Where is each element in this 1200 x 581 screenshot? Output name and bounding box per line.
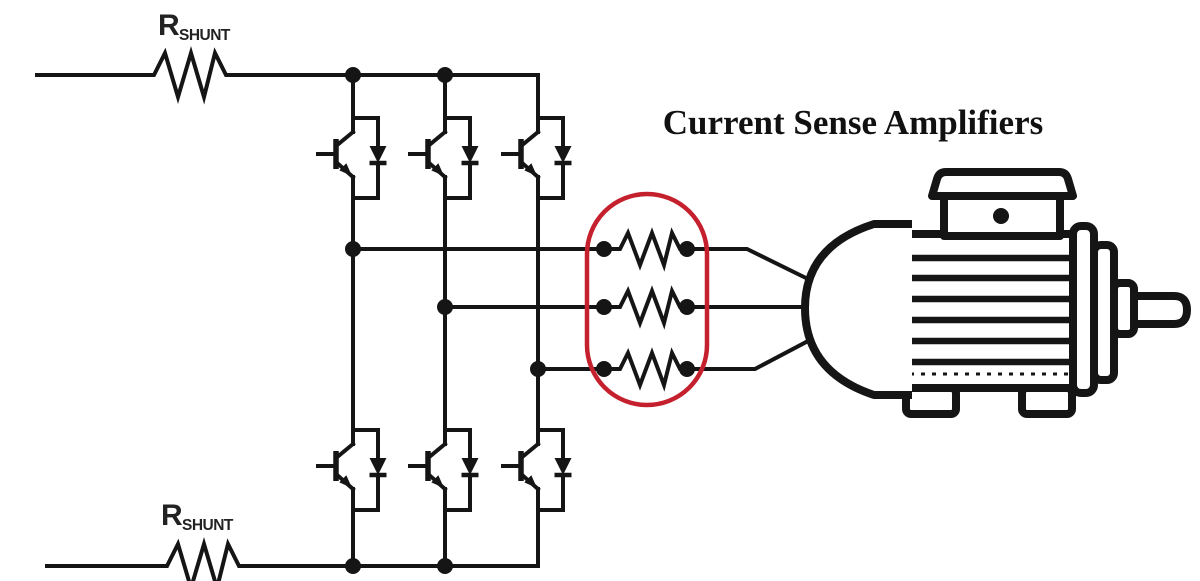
- igbt-high-side-2: [410, 118, 479, 198]
- motor-fins: [907, 254, 1073, 366]
- r-shunt-top-symbol: R: [158, 9, 180, 42]
- igbt-high-side-3: [503, 118, 572, 198]
- top-shunt-branch: [35, 45, 540, 120]
- sense-resistor-a: [594, 231, 697, 267]
- r-shunt-label-bottom: R SHUNT: [161, 499, 234, 534]
- r-shunt-top-subscript: SHUNT: [179, 27, 231, 44]
- r-shunt-bottom-subscript: SHUNT: [182, 517, 234, 534]
- diagram-title: Current Sense Amplifiers: [663, 103, 1043, 142]
- motor-lead-c: [685, 337, 813, 371]
- r-shunt-bottom-symbol: R: [161, 499, 183, 532]
- junction-dot: [530, 361, 546, 377]
- igbt-low-side-3: [503, 430, 572, 510]
- motor-shaft: [1130, 292, 1191, 328]
- igbt-high-side-1: [318, 118, 387, 198]
- motor-icon: [801, 168, 1191, 418]
- junction-dot: [345, 241, 361, 257]
- bottom-shunt-branch: [45, 508, 540, 581]
- inverter-bridge-wiring: [345, 73, 813, 568]
- current-sense-highlight-oval: [584, 191, 710, 408]
- junction-dot: [437, 299, 453, 315]
- igbt-low-side-1: [318, 430, 387, 510]
- sense-resistor-c: [594, 351, 697, 387]
- bottom-bus-wire: [45, 508, 540, 581]
- motor-terminal-box: [940, 192, 1064, 240]
- motor-bell: [801, 220, 912, 399]
- motor-terminal-cap: [928, 168, 1077, 200]
- igbt-low-side-2: [410, 430, 479, 510]
- top-bus-wire: [35, 45, 540, 120]
- motor-terminal-bolt: [993, 208, 1009, 224]
- r-shunt-label-top: R SHUNT: [158, 9, 231, 44]
- sense-resistor-b: [594, 289, 697, 325]
